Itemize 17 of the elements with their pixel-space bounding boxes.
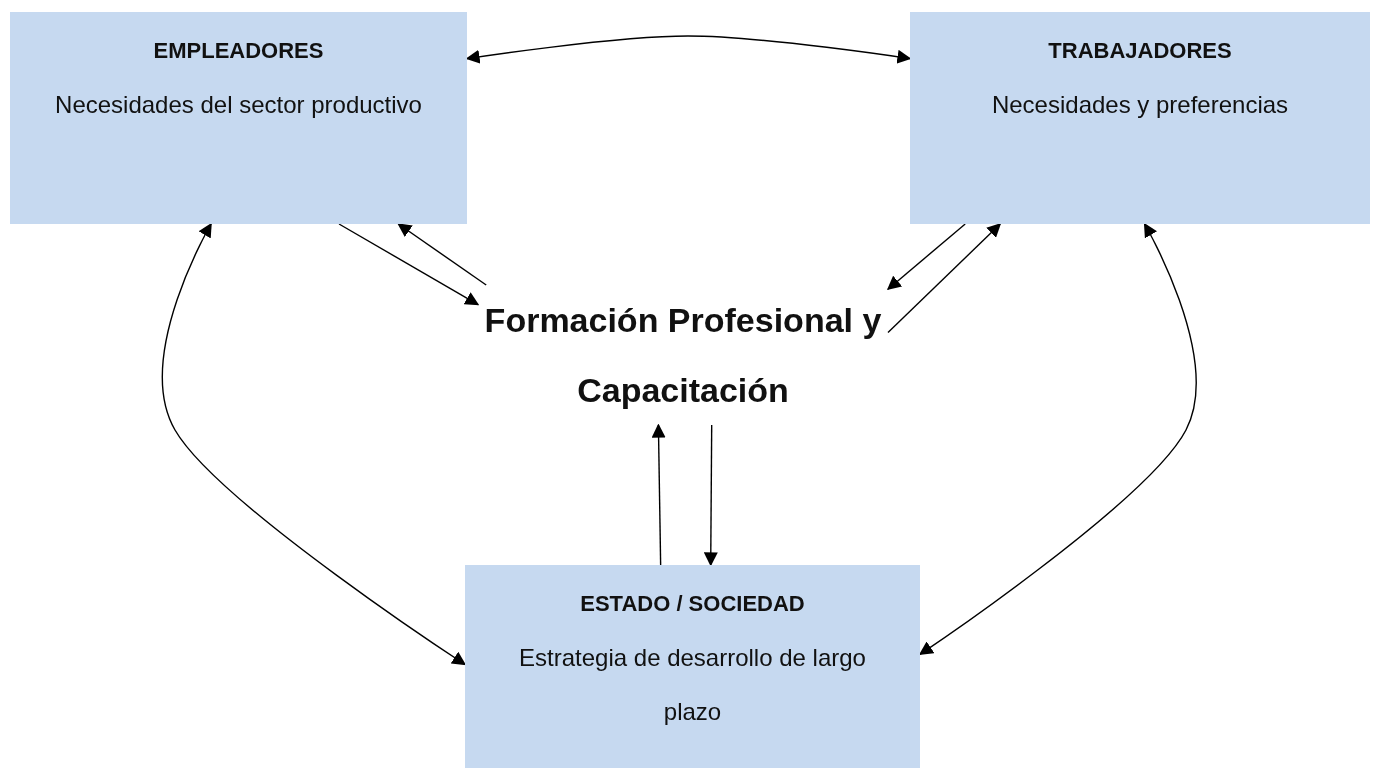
box-description: Necesidades y preferencias [990, 90, 1290, 120]
arrow [651, 423, 666, 566]
stakeholder-box [465, 565, 920, 768]
arrow [162, 222, 467, 666]
arrow [886, 223, 966, 291]
arrow [887, 223, 1002, 334]
box-description: Necesidades del sector productivo [54, 90, 423, 120]
box-heading: ESTADO / SOCIEDAD [580, 591, 805, 617]
central-concept-text: Formación Profesional y Capacitación [478, 285, 888, 425]
arrow [338, 223, 480, 306]
arrow [397, 223, 487, 286]
box-heading: EMPLEADORES [153, 38, 324, 64]
box-description: Estrategia de desarrollo de largo plazo [518, 643, 867, 727]
arrow [703, 424, 718, 567]
box-heading: TRABAJADORES [1048, 38, 1232, 64]
stakeholder-box [10, 12, 467, 224]
stakeholder-box [910, 12, 1370, 224]
